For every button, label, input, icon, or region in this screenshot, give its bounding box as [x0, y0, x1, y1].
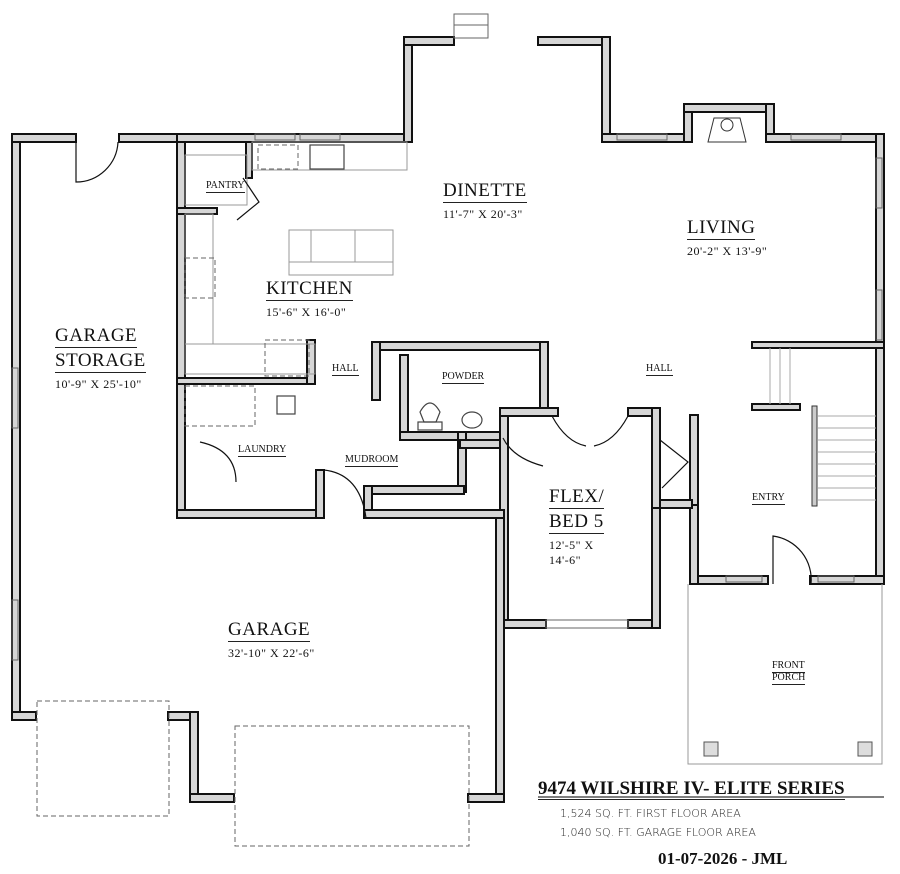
room-dims: 10'-9" X 25'-10" [55, 377, 142, 391]
room-living: LIVING 20'-2" X 13'-9" [687, 218, 767, 257]
room-dims: 20'-2" X 13'-9" [687, 244, 768, 258]
room-mudroom: MUDROOM [345, 454, 399, 467]
wall [11, 133, 21, 720]
room-dims: 12'-5" X [549, 538, 594, 552]
room-powder: POWDER [442, 371, 485, 384]
room-front-porch: FRONT [772, 660, 805, 673]
first-floor-area: 1,524 SQ. FT. FIRST FLOOR AREA [560, 807, 741, 820]
room-garage: GARAGE 32'-10" X 22'-6" [228, 620, 315, 659]
room-name: BED 5 [549, 511, 604, 534]
room-hall-left: HALL [332, 363, 359, 376]
room-front-porch-2: PORCH [772, 672, 806, 685]
room-dims: 32'-10" X 22'-6" [228, 646, 315, 660]
room-dims: 15'-6" X 16'-0" [266, 305, 347, 319]
room-laundry: LAUNDRY [238, 444, 287, 457]
room-name: KITCHEN [266, 278, 353, 301]
room-kitchen: KITCHEN 15'-6" X 16'-0" [266, 279, 353, 318]
plan-title: 9474 WILSHIRE IV- ELITE SERIES [538, 778, 845, 800]
plan-date-initials: 01-07-2026 - JML [658, 849, 788, 868]
room-hall-center: HALL [646, 363, 673, 376]
room-name: STORAGE [55, 350, 146, 373]
room-name: FLEX/ [549, 486, 605, 509]
room-pantry: PANTRY [206, 180, 245, 193]
room-entry: ENTRY [752, 492, 785, 505]
room-name: GARAGE [55, 325, 138, 348]
garage-floor-area: 1,040 SQ. FT. GARAGE FLOOR AREA [560, 826, 756, 839]
room-dims: 11'-7" X 20'-3" [443, 207, 523, 221]
room-name: GARAGE [228, 619, 311, 642]
room-dims: 14'-6" [549, 553, 582, 567]
room-name: DINETTE [443, 180, 527, 203]
room-dinette: DINETTE 11'-7" X 20'-3" [443, 181, 527, 220]
room-name: LIVING [687, 217, 756, 240]
